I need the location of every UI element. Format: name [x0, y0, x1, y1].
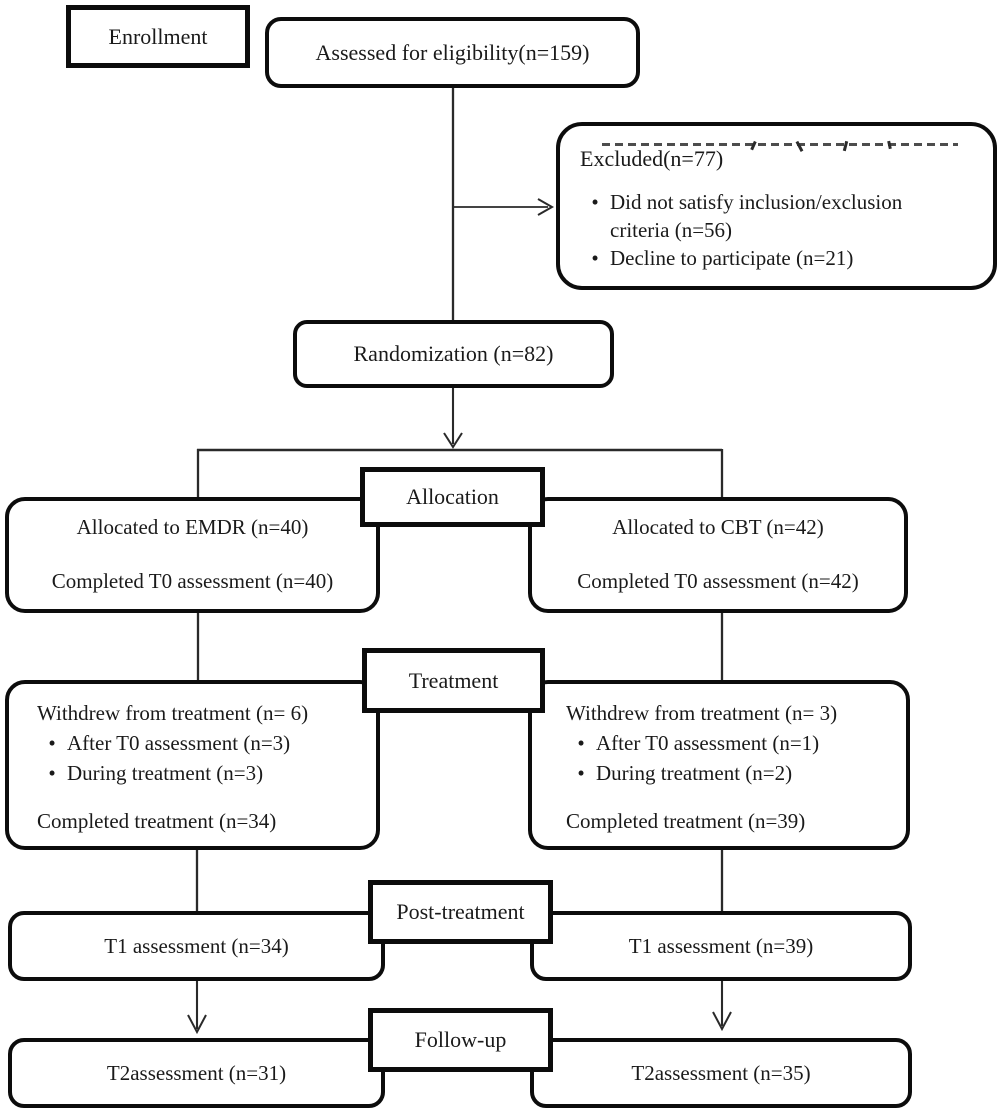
excluded-bullet-text: Did not satisfy inclusion/exclusion crit…: [610, 190, 903, 242]
strikethrough-line: [602, 143, 958, 146]
emdr-treatment-box: Withdrew from treatment (n= 6) • After T…: [5, 680, 380, 850]
emdr-completed-t0-text: Completed T0 assessment (n=40): [51, 569, 334, 593]
arrowhead-excluded: [537, 198, 555, 216]
enrollment-stage-label: Enrollment: [108, 23, 208, 49]
cbt-treatment-box: Withdrew from treatment (n= 3) • After T…: [528, 680, 910, 850]
bullet-icon: •: [591, 190, 599, 214]
cbt-withdrew-text: Withdrew from treatment (n= 3): [566, 701, 838, 725]
emdr-withdrew-bullet-text: During treatment (n=3): [67, 761, 264, 785]
cbt-allocated-text: Allocated to CBT (n=42): [612, 515, 824, 539]
emdr-completed-treatment-text: Completed treatment (n=34): [37, 809, 277, 833]
emdr-t1-box: T1 assessment (n=34): [8, 911, 385, 981]
emdr-allocated-text: Allocated to EMDR (n=40): [76, 515, 309, 539]
excluded-bullet-item: • Did not satisfy inclusion/exclusion cr…: [580, 188, 977, 244]
post-treatment-stage-label-box: Post-treatment: [368, 880, 553, 944]
emdr-t2-text: T2assessment (n=31): [106, 1060, 287, 1085]
cbt-withdrew-bullet-text: During treatment (n=2): [596, 761, 793, 785]
excluded-box: Excluded(n=77) • Did not satisfy inclusi…: [556, 122, 997, 290]
emdr-withdrew-bullet: • After T0 assessment (n=3): [37, 728, 368, 758]
arrowhead-emdr-t2: [187, 1014, 207, 1035]
excluded-bullet-list: • Did not satisfy inclusion/exclusion cr…: [580, 188, 977, 272]
allocation-stage-label: Allocation: [406, 484, 499, 509]
bullet-icon: •: [48, 761, 56, 785]
follow-up-stage-label-box: Follow-up: [368, 1008, 553, 1072]
cbt-withdrew-bullet: • After T0 assessment (n=1): [566, 728, 898, 758]
assessed-eligibility-text: Assessed for eligibility(n=159): [315, 39, 590, 65]
bullet-icon: •: [577, 731, 585, 755]
cbt-withdrew-bullet-text: After T0 assessment (n=1): [596, 731, 820, 755]
arrowhead-split: [443, 432, 463, 449]
bullet-icon: •: [577, 761, 585, 785]
emdr-t1-text: T1 assessment (n=34): [104, 933, 289, 958]
cbt-t2-text: T2assessment (n=35): [631, 1060, 811, 1085]
excluded-title: Excluded(n=77): [580, 146, 724, 171]
emdr-withdrew-text: Withdrew from treatment (n= 6): [37, 701, 309, 725]
excluded-bullet-item: • Decline to participate (n=21): [580, 244, 977, 272]
treatment-stage-label-box: Treatment: [362, 648, 545, 713]
cbt-t2-box: T2assessment (n=35): [530, 1038, 912, 1108]
cbt-completed-treatment-text: Completed treatment (n=39): [566, 809, 806, 833]
arrowhead-cbt-t2: [712, 1011, 732, 1032]
post-treatment-stage-label: Post-treatment: [396, 899, 525, 924]
cbt-t1-box: T1 assessment (n=39): [530, 911, 912, 981]
treatment-stage-label: Treatment: [408, 667, 499, 693]
excluded-bullet-text: Decline to participate (n=21): [610, 246, 854, 270]
cbt-t1-text: T1 assessment (n=39): [628, 933, 814, 958]
follow-up-stage-label: Follow-up: [414, 1027, 507, 1052]
enrollment-stage-label-box: Enrollment: [66, 5, 250, 68]
cbt-completed-t0-text: Completed T0 assessment (n=42): [577, 569, 859, 593]
cbt-withdrew-bullet: • During treatment (n=2): [566, 758, 898, 788]
randomization-text: Randomization (n=82): [353, 341, 554, 366]
emdr-allocation-box: Allocated to EMDR (n=40) Completed T0 as…: [5, 497, 380, 613]
assessed-eligibility-box: Assessed for eligibility(n=159): [265, 17, 640, 88]
bullet-icon: •: [591, 246, 599, 270]
emdr-withdrew-bullet: • During treatment (n=3): [37, 758, 368, 788]
struck-out-text-artifact: [602, 139, 958, 152]
randomization-box: Randomization (n=82): [293, 320, 614, 388]
emdr-t2-box: T2assessment (n=31): [8, 1038, 385, 1108]
cbt-allocation-box: Allocated to CBT (n=42) Completed T0 ass…: [528, 497, 908, 613]
bullet-icon: •: [48, 731, 56, 755]
emdr-withdrew-bullet-text: After T0 assessment (n=3): [67, 731, 291, 755]
allocation-stage-label-box: Allocation: [360, 467, 545, 527]
